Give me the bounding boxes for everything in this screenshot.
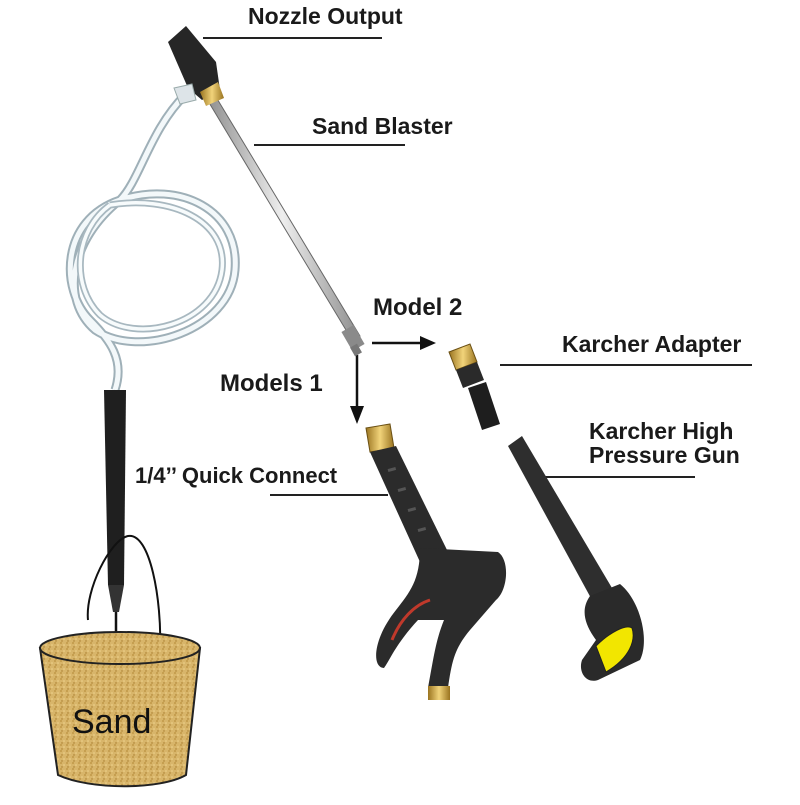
label-karcher-gun: Karcher High Pressure Gun (589, 419, 740, 467)
label-quick-connect: 1/4’’ Quick Connect (135, 463, 338, 488)
label-models-1: Models 1 (220, 370, 323, 397)
label-nozzle-output: Nozzle Output (248, 3, 403, 29)
label-model-2: Model 2 (373, 294, 463, 321)
arrow-down-icon (350, 355, 364, 424)
karcher-gun-icon (508, 436, 644, 681)
arrow-right-icon (372, 336, 436, 350)
hose-icon (65, 91, 240, 392)
sand-bucket-icon (38, 534, 202, 788)
label-karcher-gun-line1: Karcher High (589, 418, 734, 444)
karcher-adapter-icon (448, 343, 500, 430)
pickup-tube-icon (104, 390, 126, 645)
label-sand: Sand (72, 703, 152, 741)
leader-lines (203, 37, 752, 496)
label-karcher-gun-line2: Pressure Gun (589, 442, 740, 468)
label-sand-blaster: Sand Blaster (312, 113, 453, 139)
quick-connect-gun-icon (365, 423, 507, 700)
nozzle-icon (168, 26, 224, 106)
label-karcher-adapter: Karcher Adapter (562, 331, 742, 357)
